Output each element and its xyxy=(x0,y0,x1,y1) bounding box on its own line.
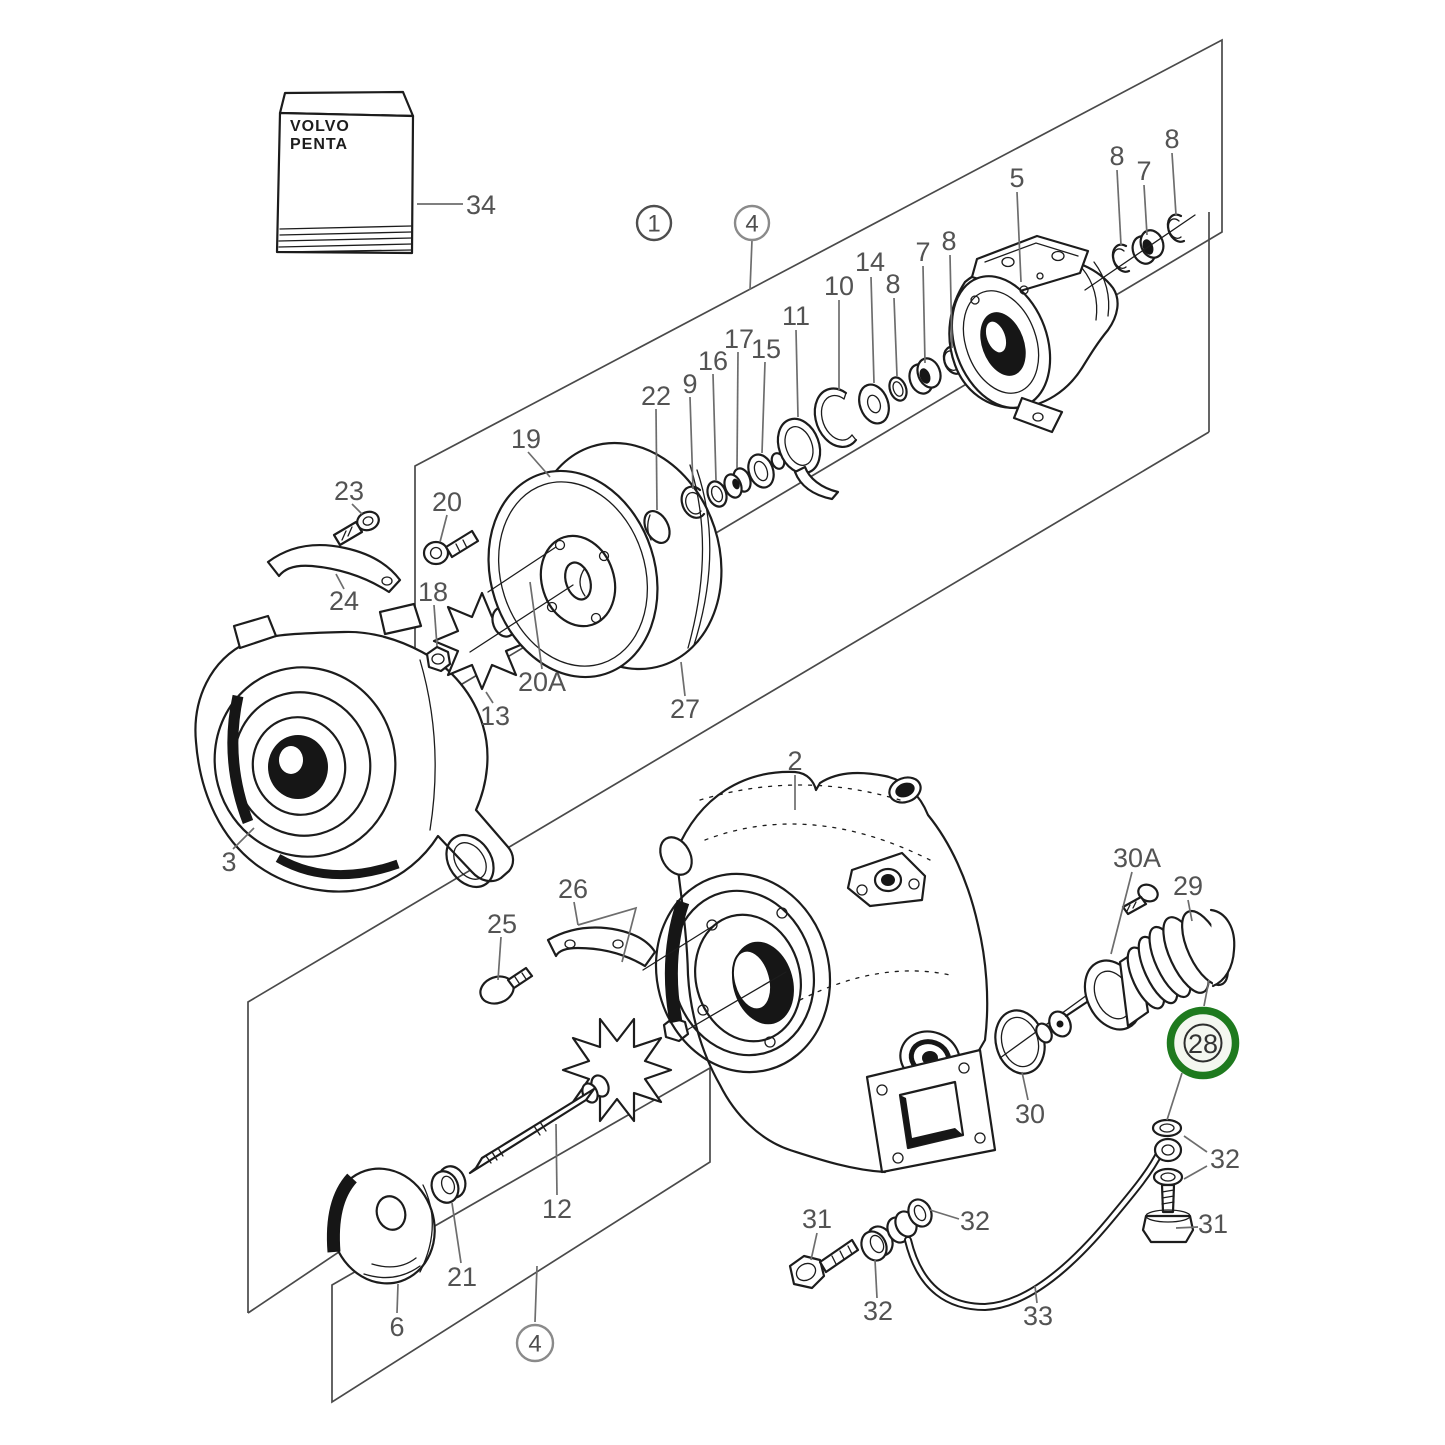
part-label-24[interactable]: 24 xyxy=(329,586,359,616)
part-label-20[interactable]: 20 xyxy=(432,487,462,517)
part-label-11[interactable]: 11 xyxy=(782,301,810,331)
part-label-30A[interactable]: 30A xyxy=(1113,843,1161,873)
part-label-17[interactable]: 17 xyxy=(724,324,754,354)
part-label-31-left[interactable]: 31 xyxy=(802,1204,832,1234)
part-gasket-30 xyxy=(994,989,1095,1075)
part-banjo-fitting-left xyxy=(886,1198,933,1244)
part-split-washer-10 xyxy=(813,387,858,448)
part-ring-16 xyxy=(706,480,728,508)
part-bolt-25 xyxy=(479,966,534,1005)
part-label-14[interactable]: 14 xyxy=(855,247,885,277)
assembly-ref-4-bottom[interactable]: 4 xyxy=(515,1323,555,1363)
part-label-29[interactable]: 29 xyxy=(1173,871,1203,901)
part-bearing-housing-5 xyxy=(948,234,1119,434)
part-nut-18 xyxy=(425,645,452,673)
part-label-8[interactable]: 8 xyxy=(885,269,900,299)
part-turbine-housing-2 xyxy=(642,770,997,1174)
part-bracket-26 xyxy=(546,906,657,968)
part-circlip-8d xyxy=(1084,213,1196,291)
part-label-8-mid[interactable]: 8 xyxy=(941,226,956,256)
part-turbine-shaft-12 xyxy=(468,1017,673,1175)
highlight-ring-28[interactable]: 28 xyxy=(1166,1006,1240,1080)
part-label-8-tr1[interactable]: 8 xyxy=(1109,141,1124,171)
part-label-8-tr2[interactable]: 8 xyxy=(1164,124,1179,154)
part-label-27[interactable]: 27 xyxy=(670,694,700,724)
part-hub-flange xyxy=(469,534,617,653)
part-label-32-mid[interactable]: 32 xyxy=(960,1206,990,1236)
part-label-10[interactable]: 10 xyxy=(824,271,854,301)
part-label-22[interactable]: 22 xyxy=(641,381,671,411)
part-circlip-8c xyxy=(1111,243,1131,273)
part-washer-32-bottom xyxy=(860,1225,894,1262)
callout-circle-28 xyxy=(1183,1023,1223,1063)
part-labels: 34 1 4 5 8 7 8 8 7 14 10 8 11 17 15 16 9… xyxy=(221,124,1240,1363)
part-label-5[interactable]: 5 xyxy=(1009,163,1024,193)
part-label-32-right[interactable]: 32 xyxy=(1210,1144,1240,1174)
part-label-2[interactable]: 2 xyxy=(787,746,802,776)
part-label-28: 28 xyxy=(1188,1029,1218,1059)
part-label-20A[interactable]: 20A xyxy=(518,667,566,697)
highlight-circle xyxy=(1166,1006,1240,1080)
reference-planes xyxy=(247,38,1223,1404)
part-ring-8a xyxy=(888,376,908,402)
part-clamp-bracket-24 xyxy=(266,543,402,594)
part-washer-14 xyxy=(858,383,890,425)
part-nut-7a xyxy=(908,357,942,395)
assembly-ref-1[interactable]: 1 xyxy=(635,204,673,242)
part-label-18[interactable]: 18 xyxy=(418,577,448,607)
part-hose-33 xyxy=(904,1148,1164,1312)
part-label-15[interactable]: 15 xyxy=(751,334,781,364)
part-label-7[interactable]: 7 xyxy=(915,237,930,267)
part-hub-6 xyxy=(326,1167,436,1285)
part-actuator-29 xyxy=(1083,908,1236,1031)
part-seal-ring-11 xyxy=(776,417,840,501)
part-label-25[interactable]: 25 xyxy=(487,909,517,939)
part-label-21[interactable]: 21 xyxy=(447,1262,477,1292)
part-oval-hole-22 xyxy=(643,510,671,544)
part-label-30[interactable]: 30 xyxy=(1015,1099,1045,1129)
brand-penta: PENTA xyxy=(290,136,348,153)
part-label-9[interactable]: 9 xyxy=(682,369,697,399)
part-clamp-screw-23 xyxy=(332,510,380,547)
part-label-4-bottom: 4 xyxy=(528,1331,541,1358)
part-label-16[interactable]: 16 xyxy=(698,346,728,376)
part-actuator-pin xyxy=(1035,998,1092,1044)
part-label-4-top: 4 xyxy=(745,211,758,238)
part-label-32-bottom[interactable]: 32 xyxy=(863,1296,893,1326)
part-label-1: 1 xyxy=(647,211,660,238)
assembly-ref-4-top[interactable]: 4 xyxy=(733,204,771,242)
part-manual-box: VOLVO PENTA xyxy=(275,90,415,255)
part-sensor-fitting-right xyxy=(1141,1118,1195,1244)
leader-lines xyxy=(232,152,1210,1323)
brand-volvo: VOLVO xyxy=(290,118,350,135)
part-label-33[interactable]: 33 xyxy=(1023,1301,1053,1331)
part-locknut-21 xyxy=(430,1165,467,1204)
part-label-13[interactable]: 13 xyxy=(480,701,510,731)
part-label-31-right[interactable]: 31 xyxy=(1198,1209,1228,1239)
part-label-6[interactable]: 6 xyxy=(389,1312,404,1342)
part-screw-20 xyxy=(422,529,480,566)
part-label-12[interactable]: 12 xyxy=(542,1194,572,1224)
part-label-34[interactable]: 34 xyxy=(466,190,496,220)
part-screw-30A xyxy=(1121,883,1159,916)
part-label-23[interactable]: 23 xyxy=(334,476,364,506)
part-label-26[interactable]: 26 xyxy=(558,874,588,904)
part-label-7-tr[interactable]: 7 xyxy=(1136,156,1151,186)
part-label-3[interactable]: 3 xyxy=(221,847,236,877)
part-bolt-31-left xyxy=(788,1238,860,1290)
part-label-19[interactable]: 19 xyxy=(511,424,541,454)
part-compressor-housing xyxy=(194,602,515,893)
